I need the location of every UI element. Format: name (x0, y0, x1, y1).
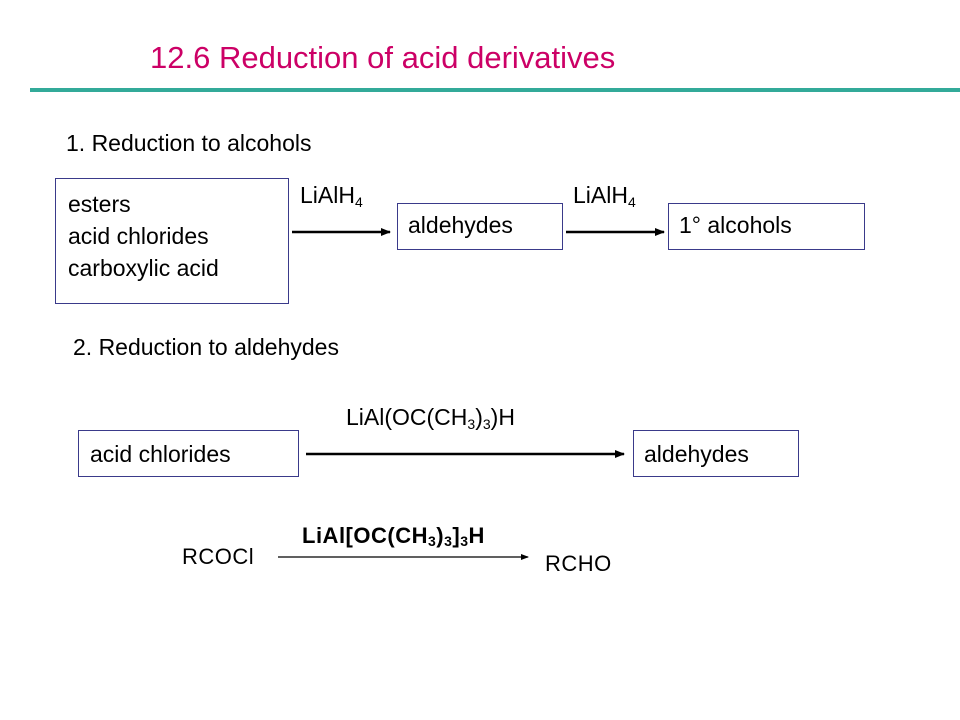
reactant-esters: esters (68, 191, 131, 217)
intermediate-aldehydes-label: aldehydes (408, 212, 513, 238)
handwritten-reagent: LiAl[OC(CH3)3]3H (302, 523, 485, 549)
product-alcohols-box: 1° alcohols (668, 203, 865, 250)
reactant-carboxylic-acid: carboxylic acid (68, 255, 219, 281)
reactant-acid-chlorides-label: acid chlorides (90, 441, 231, 467)
page-title: 12.6 Reduction of acid derivatives (150, 40, 616, 75)
product-aldehydes-box: aldehydes (633, 430, 799, 477)
reagent-lialh4-first: LiAlH4 (300, 182, 363, 210)
product-aldehydes-label: aldehydes (644, 441, 749, 467)
handwritten-product: RCHO (545, 551, 612, 576)
reagent-lialh4-second: LiAlH4 (573, 182, 636, 210)
handwritten-reactant: RCOCl (182, 544, 255, 569)
product-alcohols-label: 1° alcohols (679, 212, 792, 238)
reagent-lialotbu3h: LiAl(OC(CH3)3)H (346, 404, 515, 432)
reactants-box: esters acid chlorides carboxylic acid (55, 178, 289, 304)
reactant-acid-chlorides-box: acid chlorides (78, 430, 299, 477)
section-heading-aldehydes: 2. Reduction to aldehydes (73, 334, 339, 360)
intermediate-aldehydes-box: aldehydes (397, 203, 563, 250)
section-heading-alcohols: 1. Reduction to alcohols (66, 130, 312, 156)
reactant-acid-chlorides: acid chlorides (68, 223, 209, 249)
title-underline (30, 88, 960, 92)
